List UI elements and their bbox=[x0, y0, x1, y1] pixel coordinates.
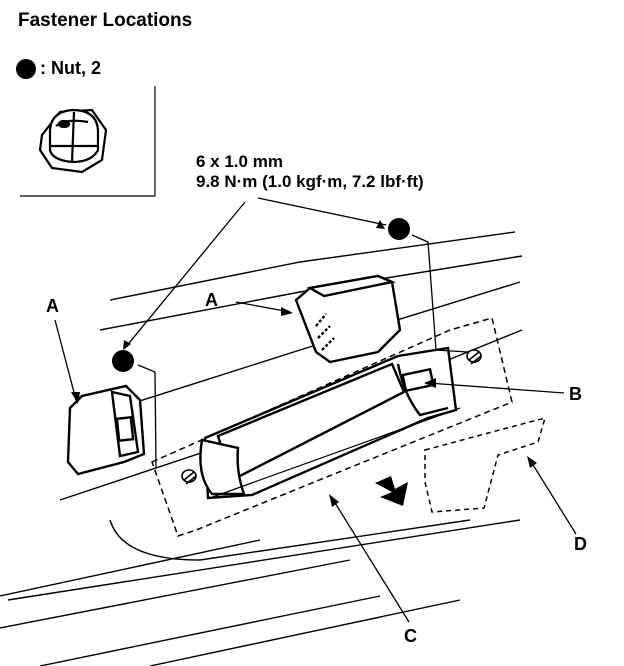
arrowhead-a-top bbox=[281, 307, 293, 316]
nut-symbol-icon bbox=[16, 58, 36, 79]
page-title: Fastener Locations bbox=[18, 10, 193, 31]
fastener-legend: : Nut, 2 bbox=[16, 58, 101, 79]
callout-a-left: A bbox=[46, 296, 59, 316]
arrowhead-a-left bbox=[71, 392, 80, 404]
callout-a-top: A bbox=[205, 290, 218, 310]
nut-size-spec: 6 x 1.0 mm bbox=[196, 152, 283, 171]
arrowhead-nut-right bbox=[376, 220, 385, 229]
nut-marker-right bbox=[388, 218, 410, 240]
nut-torque-spec: 9.8 N·m (1.0 kgf·m, 7.2 lbf·ft) bbox=[196, 172, 424, 191]
stud-right bbox=[466, 349, 482, 365]
stud-left bbox=[181, 469, 197, 485]
callout-leaders bbox=[54, 301, 577, 623]
nut-inset bbox=[20, 86, 156, 197]
arrowhead-d bbox=[527, 456, 537, 468]
callout-b: B bbox=[569, 384, 582, 404]
arrowhead-c bbox=[329, 494, 339, 507]
spec-leaders bbox=[124, 197, 469, 469]
trim-outline bbox=[151, 317, 513, 537]
body-panel bbox=[0, 231, 523, 666]
callout-d: D bbox=[574, 534, 587, 554]
arrowhead-nut-left bbox=[123, 340, 131, 350]
nut-marker-left bbox=[112, 350, 134, 372]
callout-c: C bbox=[404, 626, 417, 646]
legend-label: : Nut, 2 bbox=[40, 58, 101, 78]
nut-illustration bbox=[38, 108, 108, 174]
bracket-outline bbox=[424, 416, 547, 513]
cover-a-top bbox=[294, 274, 402, 364]
removal-direction-arrow bbox=[375, 476, 408, 506]
arrowhead-b bbox=[424, 378, 436, 388]
light-housing bbox=[199, 346, 461, 500]
cover-a-left bbox=[66, 384, 146, 476]
